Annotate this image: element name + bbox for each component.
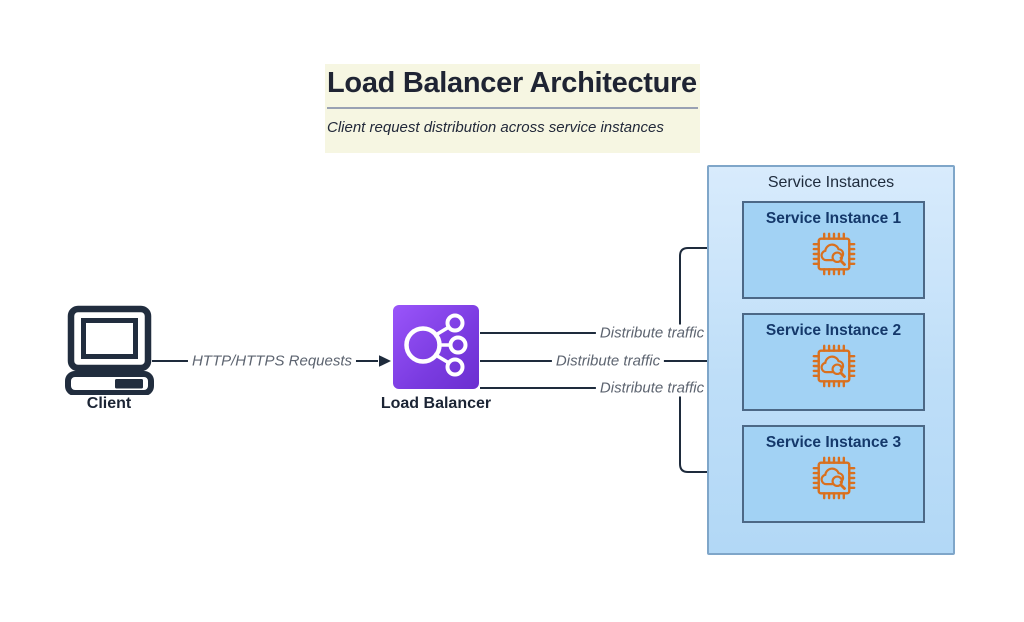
service-instance-1-label: Service Instance 1 (765, 210, 902, 227)
chip-cloud-search-icon (810, 230, 858, 283)
edge-label-distribute-1: Distribute traffic (595, 324, 709, 342)
edge-label-http-requests: HTTP/HTTPS Requests (187, 352, 357, 370)
page-subtitle: Client request distribution across servi… (327, 119, 664, 136)
edge-lb-to-instance-1 (480, 247, 728, 334)
load-balancer-label: Load Balancer (380, 395, 492, 412)
computer-icon (62, 305, 157, 399)
service-group-title: Service Instances (767, 174, 895, 191)
page-title: Load Balancer Architecture (327, 67, 697, 99)
chip-cloud-search-icon (810, 454, 858, 507)
edge-label-distribute-3: Distribute traffic (595, 379, 709, 397)
diagram-title-block: Load Balancer Architecture Client reques… (325, 64, 700, 153)
arrowhead-to-lb (379, 355, 391, 367)
load-balancer-node (393, 305, 479, 389)
service-instance-3-label: Service Instance 3 (765, 434, 902, 451)
load-balancer-network-icon (393, 303, 479, 392)
client-label: Client (86, 395, 132, 412)
service-instances-group: Service Instances Service Instance 1 Ser… (707, 165, 955, 555)
service-instance-1: Service Instance 1 (742, 201, 925, 299)
client-node (62, 303, 157, 400)
edge-lb-to-instance-3 (480, 387, 728, 473)
service-instance-3: Service Instance 3 (742, 425, 925, 523)
chip-cloud-search-icon (810, 342, 858, 395)
service-instance-2-label: Service Instance 2 (765, 322, 902, 339)
service-instance-2: Service Instance 2 (742, 313, 925, 411)
title-divider (327, 107, 698, 109)
edge-label-distribute-2: Distribute traffic (551, 352, 665, 370)
